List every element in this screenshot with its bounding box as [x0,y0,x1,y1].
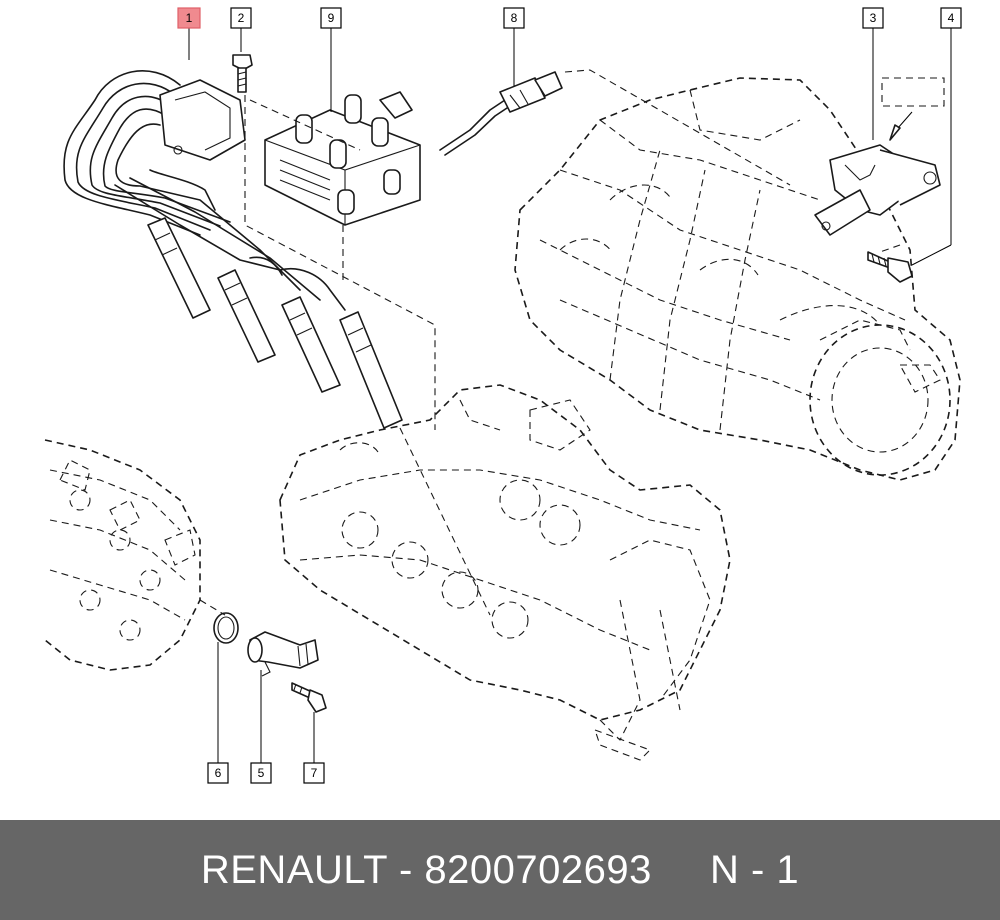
part-number-footer: RENAULT - 8200702693 N - 1 [0,820,1000,920]
cam-sensor-part-5 [247,631,319,677]
callout-1: 1 [177,7,201,29]
parts-diagram: 1 2 9 8 3 4 6 5 7 [44,7,962,784]
callout-9-label: 9 [328,11,335,25]
sensor-connector [439,71,563,156]
bolt-part-2 [232,54,253,93]
assembly-guide-lines [199,69,901,616]
callout-4: 4 [940,7,962,29]
callout-5-label: 5 [258,766,265,780]
ht-lead-set [63,70,403,429]
engine-block-outline [514,77,961,481]
bolt-part-4 [867,251,913,283]
callout-2: 2 [230,7,252,29]
bolt-part-7 [291,682,327,713]
callout-5: 5 [250,762,272,784]
sensor-bracket-part-3 [814,77,945,236]
callout-6: 6 [207,762,229,784]
lower-block-outline [44,439,201,671]
callout-8: 8 [503,7,525,29]
callout-7-label: 7 [311,766,318,780]
cylinder-head-outline [279,384,731,761]
ignition-coil [264,91,421,226]
callout-leaders [188,28,952,763]
callout-8-label: 8 [511,11,518,25]
part-number-text: RENAULT - 8200702693 N - 1 [200,847,800,892]
callout-3: 3 [862,7,884,29]
callout-2-label: 2 [238,11,245,25]
callout-1-label: 1 [186,11,193,25]
o-ring-part-6 [213,612,239,644]
callout-3-label: 3 [870,11,877,25]
callout-6-label: 6 [215,766,222,780]
callout-7: 7 [303,762,325,784]
callout-9: 9 [320,7,342,29]
callout-4-label: 4 [948,11,955,25]
